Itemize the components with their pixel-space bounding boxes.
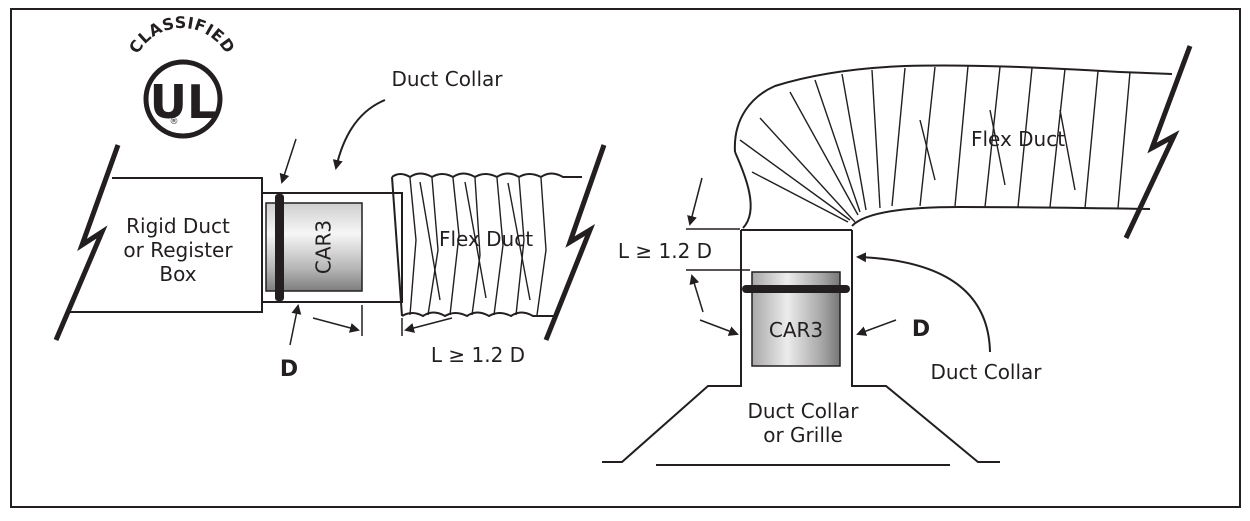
length-label-right: L ≥ 1.2 D [618, 239, 712, 263]
logo-registered: ® [170, 117, 179, 127]
figure-border [10, 8, 1241, 508]
diameter-arrow-top-left [279, 138, 297, 184]
length-arrow-bottom-right [689, 274, 704, 313]
duct-collar-right [740, 229, 853, 385]
duct-collar-pointer-right [856, 252, 991, 353]
logo-mark: UL [150, 75, 217, 129]
diameter-arrow-left-right [699, 319, 739, 336]
diameter-arrow-bottom-left [289, 304, 302, 346]
diameter-label-right: D [912, 317, 930, 342]
rigid-duct-label-line1: Rigid Duct [126, 214, 230, 238]
logo-ring [143, 59, 223, 139]
logo-arc-text: CLASSIFIED [125, 13, 239, 57]
length-arrow-left [312, 317, 360, 333]
grille-label-line1: Duct Collar [747, 399, 859, 423]
flex-duct-label-left: Flex Duct [439, 227, 533, 251]
diameter-arrow-right-right [856, 319, 897, 336]
grille-outline [602, 372, 1000, 466]
break-symbol-left [53, 144, 121, 341]
diameter-label-left: D [280, 357, 298, 382]
length-arrow-top-right [687, 177, 703, 226]
right-vertical-installation: Flex Duct CAR3 Duct Collar or Grille L ≥… [602, 45, 1193, 466]
duct-collar-pointer-left [332, 99, 386, 170]
flex-duct-left [391, 172, 582, 318]
car3-label-right: CAR3 [769, 318, 823, 342]
duct-collar-label-right: Duct Collar [930, 360, 1042, 384]
flex-duct-right [733, 64, 1173, 229]
duct-collar-label-left: Duct Collar [391, 67, 503, 91]
rigid-duct-label-line3: Box [159, 262, 196, 286]
car3-label-left: CAR3 [312, 220, 336, 274]
break-symbol-right-2 [1123, 45, 1193, 240]
ul-classified-logo: CLASSIFIED UL ® [125, 13, 239, 139]
rigid-duct-label-line2: or Register [123, 238, 233, 262]
grille-label-line2: or Grille [763, 423, 843, 447]
left-horizontal-installation: Rigid Duct or Register Box CAR3 Flex Duc… [53, 67, 607, 382]
break-symbol-right [543, 144, 607, 341]
flex-duct-label-right: Flex Duct [971, 127, 1065, 151]
gasket-band-left [275, 194, 284, 301]
gasket-band-right [742, 285, 850, 293]
length-label-left: L ≥ 1.2 D [431, 343, 525, 367]
length-arrow-right [404, 317, 453, 333]
